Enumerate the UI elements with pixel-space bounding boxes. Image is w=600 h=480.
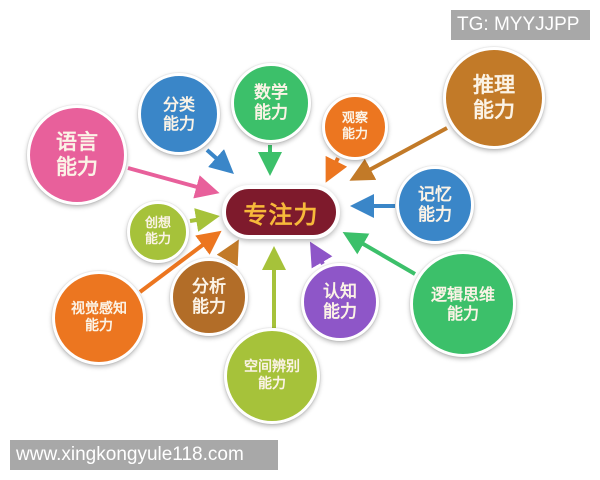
arrow-cognition [309, 241, 333, 269]
node-analysis: 分析 能力 [170, 258, 248, 336]
node-label-line2: 能力 [341, 127, 368, 142]
node-label-line2: 能力 [473, 98, 515, 122]
node-label-line1: 逻辑思维 [430, 284, 495, 304]
node-classification: 分类 能力 [138, 73, 220, 155]
node-label-line2: 能力 [254, 103, 288, 123]
node-label-line2: 能力 [258, 376, 286, 392]
watermark-tg: TG: MYYJJPP [451, 10, 590, 40]
node-spatial: 空间辨别 能力 [224, 328, 320, 424]
arrow-analysis [216, 239, 239, 267]
center-node-focus: 专注力 [222, 185, 340, 239]
node-label-line1: 分析 [192, 276, 226, 297]
node-memory: 记忆 能力 [396, 166, 474, 244]
node-label-line1: 观察 [341, 111, 368, 127]
node-observation: 观察 能力 [322, 94, 388, 160]
node-label-line1: 认知 [323, 281, 357, 302]
node-reasoning: 推理 能力 [443, 47, 545, 149]
node-label-line2: 能力 [56, 155, 98, 179]
watermark-url: www.xingkongyule118.com [10, 440, 278, 470]
node-label-line2: 能力 [192, 297, 226, 317]
node-label-line1: 语言 [56, 129, 98, 154]
arrow-observation [325, 155, 348, 183]
arrow-language [127, 166, 220, 199]
node-label-line1: 分类 [162, 94, 195, 114]
node-label-line1: 空间辨别 [244, 359, 300, 376]
arrow-reasoning [349, 126, 448, 181]
node-label-line1: 创想 [144, 216, 171, 232]
node-creativity: 创想 能力 [127, 201, 189, 263]
node-label-line1: 记忆 [418, 184, 452, 205]
arrow-classification [205, 148, 234, 174]
node-label-line1: 数学 [254, 82, 288, 103]
node-label-line2: 能力 [418, 205, 452, 225]
arrow-creativity [189, 208, 220, 232]
node-label-line2: 能力 [446, 304, 479, 323]
node-math: 数学 能力 [231, 63, 311, 143]
arrow-visual-perception [138, 230, 222, 294]
node-label-line2: 能力 [162, 114, 195, 133]
node-label-line2: 能力 [144, 232, 171, 247]
arrow-logic [342, 231, 417, 276]
node-label-line2: 能力 [323, 302, 357, 322]
node-label-line1: 推理 [473, 72, 515, 97]
node-label-line1: 视觉感知 [71, 301, 127, 318]
node-cognition: 认知 能力 [301, 263, 379, 341]
node-visual-perception: 视觉感知 能力 [52, 271, 146, 365]
node-language: 语言 能力 [27, 105, 127, 205]
node-label-line2: 能力 [85, 318, 113, 334]
node-logic: 逻辑思维 能力 [410, 251, 516, 357]
